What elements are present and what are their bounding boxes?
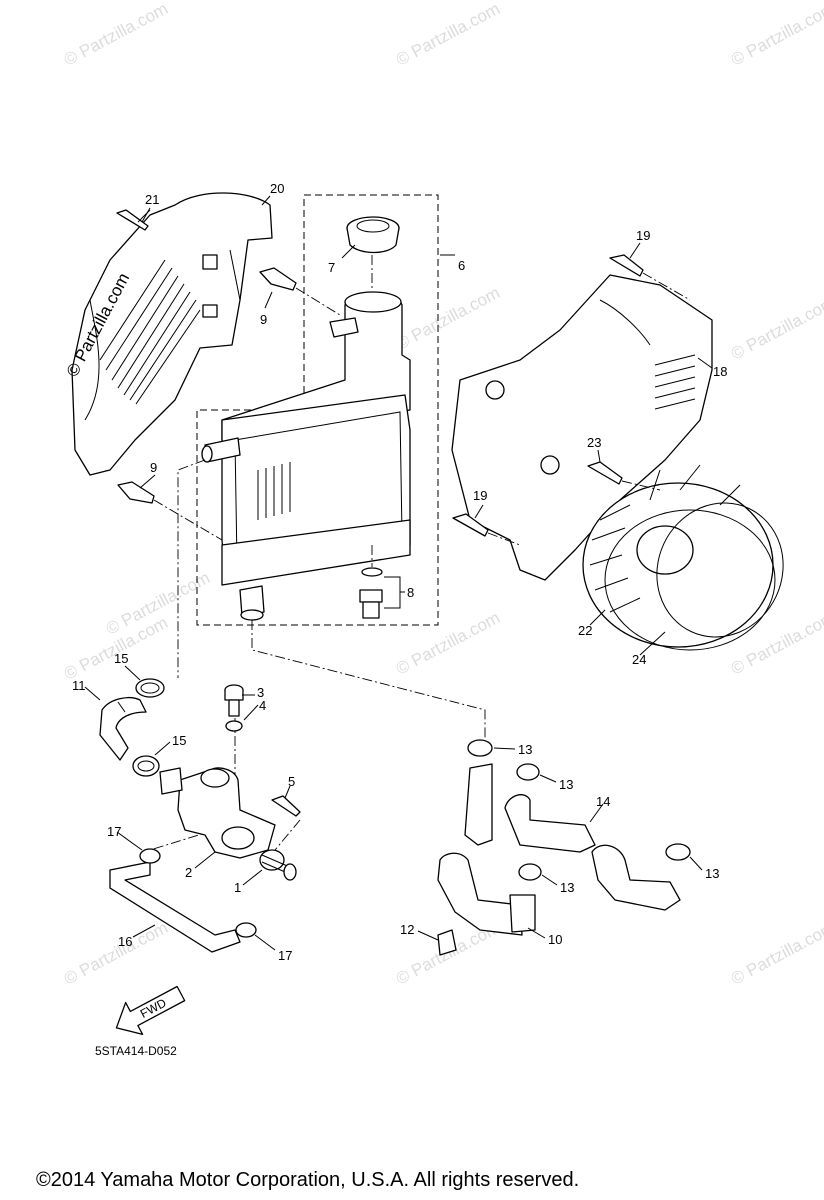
drain-bolt-8	[359, 567, 401, 619]
callout-15-lower: 15	[172, 733, 186, 748]
callout-13-b: 13	[559, 777, 573, 792]
bolt-5	[271, 795, 301, 817]
callout-4: 4	[259, 698, 266, 713]
callout-7: 7	[328, 260, 335, 275]
callout-1: 1	[234, 880, 241, 895]
bolt-9-upper	[259, 267, 297, 291]
callout-3: 3	[257, 685, 264, 700]
callout-2: 2	[185, 865, 192, 880]
bolt-9-lower	[117, 481, 155, 504]
clamp-13-d	[665, 843, 691, 861]
callout-24: 24	[632, 652, 646, 667]
thermostat-1	[259, 849, 297, 881]
radiator-cover-part	[71, 192, 273, 476]
watermark: © Partzilla.com	[393, 283, 503, 354]
thermostat-housing-2	[159, 767, 276, 859]
radiator-core-6	[201, 291, 411, 621]
watermark: © Partzilla.com	[61, 0, 171, 70]
bolt-3	[224, 684, 244, 717]
clamp-13-a	[467, 739, 493, 757]
clamp-13-c	[518, 863, 542, 881]
bolt-19-lower	[452, 513, 489, 537]
hose-14	[504, 794, 681, 911]
fan-shroud-18	[451, 274, 713, 581]
callout-13-c: 13	[560, 880, 574, 895]
washer-4	[225, 720, 243, 732]
hose-16	[109, 861, 241, 953]
callout-20: 20	[270, 181, 284, 196]
watermark: © Partzilla.com	[728, 0, 824, 70]
callout-22: 22	[578, 623, 592, 638]
radiator-cap-7	[346, 216, 400, 254]
callout-19-lower: 19	[473, 488, 487, 503]
callout-9-lower: 9	[150, 460, 157, 475]
bolt-19-upper	[609, 254, 644, 277]
clamp-17-lower	[235, 922, 257, 938]
watermark: © Partzilla.com	[393, 608, 503, 679]
callout-labels: 1 2 3 4 5 6 7 8 9 9 10 11 12 13 13 13 13…	[72, 181, 727, 963]
bolt-23	[587, 461, 623, 485]
clamp-17-upper	[139, 848, 161, 864]
callout-5: 5	[288, 774, 295, 789]
callout-15-upper: 15	[114, 651, 128, 666]
callout-10: 10	[548, 932, 562, 947]
clip-12	[437, 929, 457, 956]
copyright-notice: ©2014 Yamaha Motor Corporation, U.S.A. A…	[36, 1169, 579, 1191]
forward-arrow: FWD	[115, 985, 186, 1035]
clamp-15-upper	[135, 678, 165, 698]
watermark: © Partzilla.com	[728, 293, 824, 364]
callout-11: 11	[72, 678, 86, 693]
hose-11	[99, 697, 147, 761]
watermark: © Partzilla.com	[61, 918, 171, 989]
callout-6: 6	[458, 258, 465, 273]
callout-23: 23	[587, 435, 601, 450]
callout-9-upper: 9	[260, 312, 267, 327]
callout-17-upper: 17	[107, 824, 121, 839]
diagram-code: 5STA414-D052	[95, 1044, 177, 1058]
callout-21: 21	[145, 192, 159, 207]
callout-13-a: 13	[518, 742, 532, 757]
o-ring-24	[656, 502, 784, 638]
watermark: © Partzilla.com	[393, 0, 503, 70]
callout-16: 16	[118, 934, 132, 949]
callout-18: 18	[713, 364, 727, 379]
callout-12: 12	[400, 922, 414, 937]
watermark: © Partzilla.com	[728, 918, 824, 989]
callout-17-lower: 17	[278, 948, 292, 963]
guide-lines	[149, 255, 691, 851]
callout-19-upper: 19	[636, 228, 650, 243]
hose-10	[437, 763, 536, 936]
clamp-15-lower	[132, 755, 160, 777]
clamp-13-b	[516, 763, 540, 781]
callout-13-d: 13	[705, 866, 719, 881]
callout-8: 8	[407, 585, 414, 600]
callout-14: 14	[596, 794, 610, 809]
cooling-fan-22	[582, 464, 776, 651]
callout-leaders	[84, 195, 713, 951]
